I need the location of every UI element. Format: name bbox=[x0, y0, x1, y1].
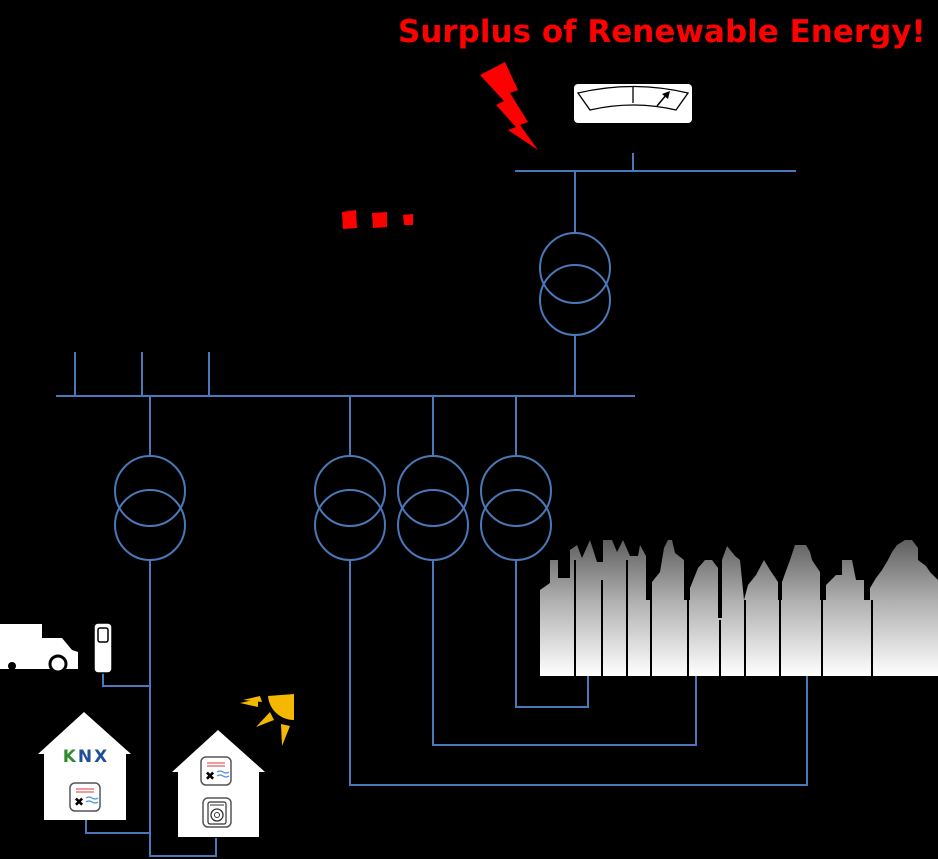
delivery-truck-icon bbox=[0, 624, 78, 674]
knx-logo: KNX bbox=[60, 747, 112, 767]
transformer-icon bbox=[314, 455, 386, 561]
ellipsis-dots bbox=[342, 210, 413, 229]
ev-charger-icon bbox=[93, 622, 113, 674]
skyline-gaps bbox=[574, 560, 873, 676]
heat-pump-icon: ✖ bbox=[69, 782, 101, 812]
mv-busbar bbox=[56, 352, 635, 457]
heat-pump-icon: ✖ bbox=[200, 756, 232, 786]
transformer-icon bbox=[397, 455, 469, 561]
svg-text:✖: ✖ bbox=[205, 769, 215, 783]
transformer-icon bbox=[539, 232, 611, 336]
transformer-icon bbox=[480, 455, 552, 561]
washing-machine-icon bbox=[202, 797, 232, 828]
transformer-icon bbox=[114, 455, 186, 561]
svg-text:✖: ✖ bbox=[74, 795, 84, 809]
meter-gauge-icon bbox=[574, 84, 692, 123]
lv-feeders bbox=[85, 560, 808, 857]
lightning-icon bbox=[480, 62, 538, 150]
sun-icon bbox=[240, 694, 294, 746]
upper-busbar bbox=[515, 153, 796, 233]
house-icon bbox=[38, 712, 131, 820]
knx-logo-text: KNX bbox=[62, 747, 110, 767]
surplus-headline: Surplus of Renewable Energy! bbox=[398, 14, 926, 50]
city-skyline-icon bbox=[540, 540, 938, 676]
